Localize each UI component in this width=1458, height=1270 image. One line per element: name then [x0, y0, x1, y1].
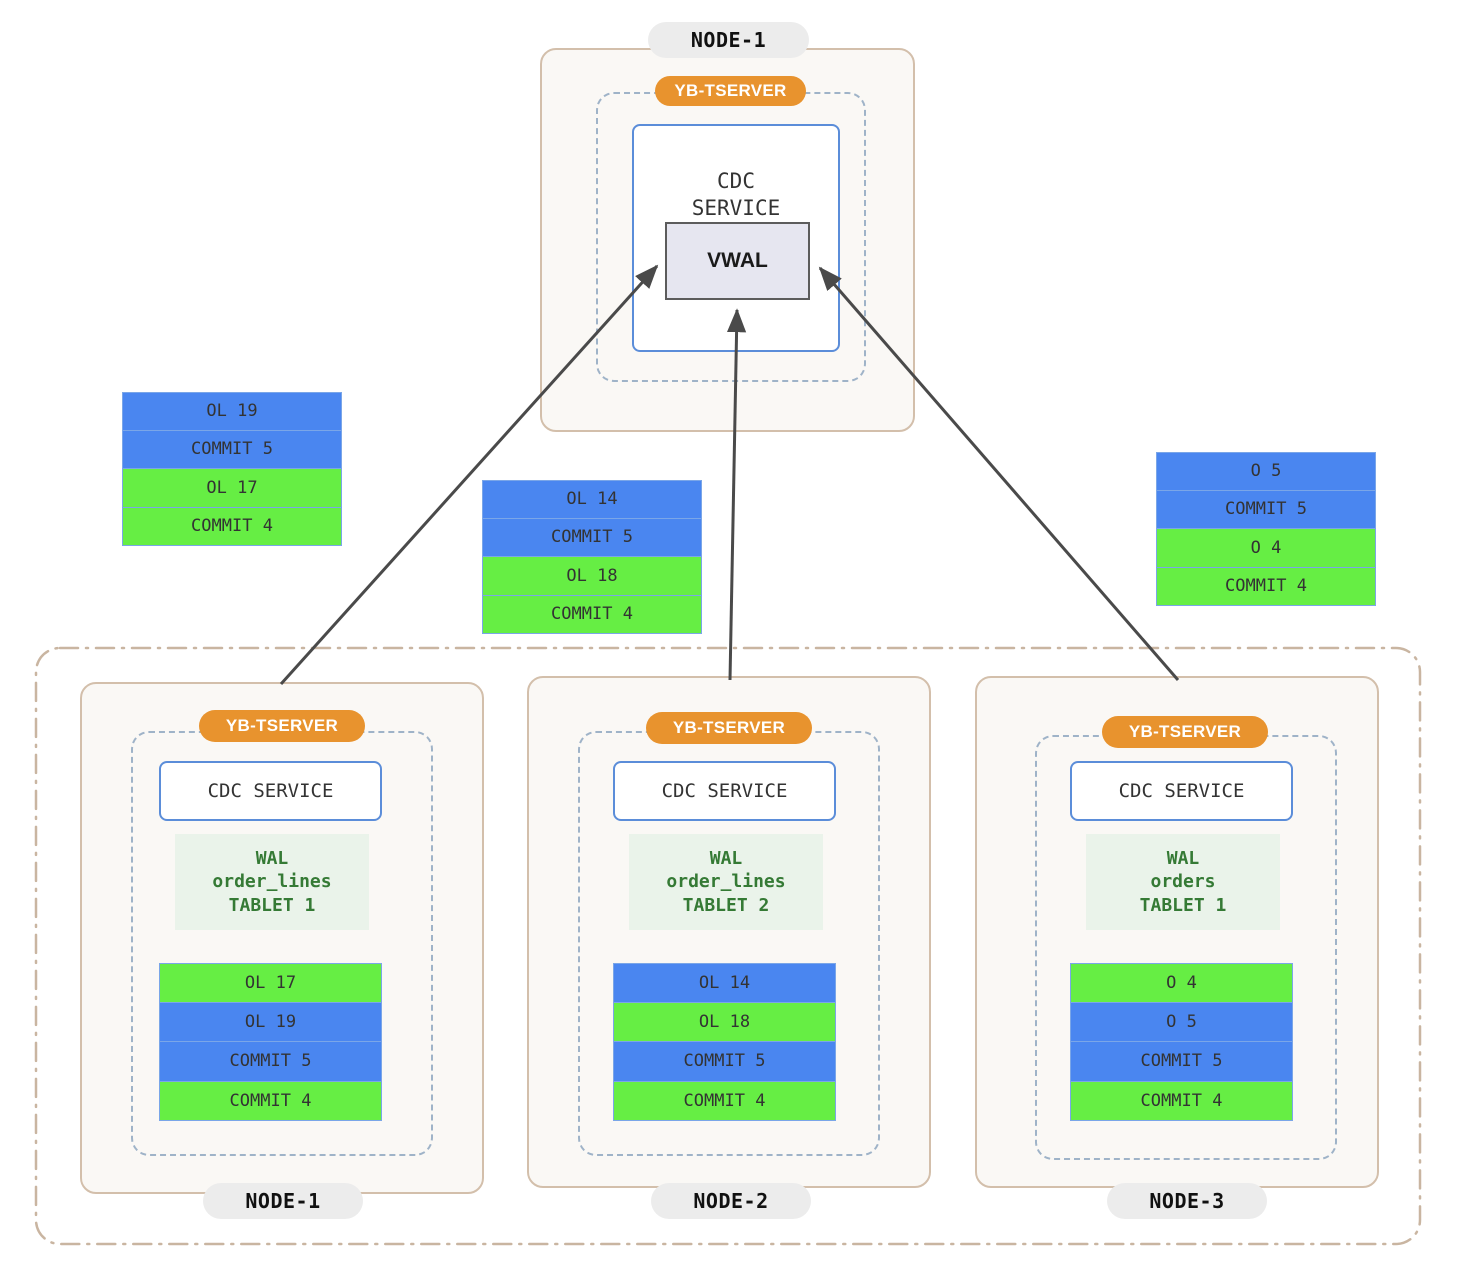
- cluster-node-1-cdc-service-box: CDC SERVICE: [159, 761, 382, 821]
- wal-record: COMMIT 4: [159, 1081, 382, 1121]
- wal-record: COMMIT 4: [1070, 1081, 1293, 1121]
- wal-record: O 4: [1070, 963, 1293, 1003]
- cluster-node-1-wal-box: WAL order_lines TABLET 1: [175, 834, 369, 930]
- record-label: O 4: [1250, 537, 1282, 558]
- record-label: OL 18: [698, 1011, 751, 1032]
- stream-record: COMMIT 4: [122, 507, 342, 546]
- record-label: OL 19: [244, 1011, 297, 1032]
- cluster-node-2-record-stack: OL 14 OL 18 COMMIT 5 COMMIT 4: [613, 963, 836, 1121]
- vwal-stream-middle: OL 14 COMMIT 5 OL 18 COMMIT 4: [482, 480, 702, 634]
- top-node-badge: NODE-1: [648, 22, 809, 58]
- record-label: COMMIT 4: [1140, 1090, 1223, 1111]
- vwal-box: VWAL: [665, 222, 810, 300]
- cluster-node-3-wal-line-1: WAL: [1166, 847, 1200, 869]
- record-label: COMMIT 5: [683, 1051, 766, 1072]
- top-node-tserver-pill: YB-TSERVER: [655, 76, 806, 106]
- record-label: O 5: [1166, 1011, 1197, 1032]
- cluster-node-3-cdc-label: CDC SERVICE: [1118, 780, 1245, 802]
- stream-record: COMMIT 4: [1156, 567, 1376, 606]
- wal-record: COMMIT 5: [159, 1042, 382, 1082]
- cluster-node-3-badge: NODE-3: [1107, 1183, 1267, 1219]
- cluster-node-3-tserver-pill: YB-TSERVER: [1102, 716, 1268, 748]
- record-label: OL 14: [698, 972, 751, 993]
- record-label: O 4: [1166, 972, 1197, 993]
- record-label: OL 14: [566, 489, 618, 510]
- cluster-node-1-wal-line-2: order_lines: [212, 871, 332, 893]
- vwal-stream-left: OL 19 COMMIT 5 OL 17 COMMIT 4: [122, 392, 342, 546]
- top-cdc-service-line-2: SERVICE: [691, 196, 781, 220]
- cluster-node-3-tserver-label: YB-TSERVER: [1128, 722, 1242, 741]
- record-label: COMMIT 4: [229, 1090, 312, 1111]
- top-cdc-service-line-1: CDC: [717, 169, 755, 194]
- record-label: COMMIT 4: [191, 516, 273, 537]
- stream-record: OL 18: [482, 557, 702, 596]
- cluster-node-3-badge-label: NODE-3: [1149, 1189, 1225, 1213]
- cluster-node-1-wal-line-3: TABLET 1: [228, 894, 316, 916]
- cluster-node-1-tserver-label: YB-TSERVER: [225, 716, 339, 735]
- stream-record: OL 14: [482, 480, 702, 519]
- record-label: O 5: [1250, 461, 1282, 482]
- wal-record: O 5: [1070, 1002, 1293, 1042]
- cluster-node-3-record-stack: O 4 O 5 COMMIT 5 COMMIT 4: [1070, 963, 1293, 1121]
- cluster-node-3-wal-box: WAL orders TABLET 1: [1086, 834, 1280, 930]
- cluster-node-3-cdc-service-box: CDC SERVICE: [1070, 761, 1293, 821]
- record-label: COMMIT 5: [551, 527, 633, 548]
- wal-record: OL 18: [613, 1002, 836, 1042]
- stream-record: COMMIT 5: [482, 518, 702, 557]
- cluster-node-2-wal-line-2: order_lines: [666, 871, 786, 893]
- cluster-node-1-cdc-label: CDC SERVICE: [207, 780, 334, 802]
- record-label: OL 19: [206, 401, 258, 422]
- wal-record: COMMIT 5: [613, 1042, 836, 1082]
- record-label: OL 17: [206, 477, 258, 498]
- stream-record: COMMIT 5: [122, 430, 342, 469]
- cluster-node-1-wal-line-1: WAL: [255, 847, 289, 869]
- cluster-node-2-tserver-label: YB-TSERVER: [672, 718, 786, 737]
- vwal-stream-right: O 5 COMMIT 5 O 4 COMMIT 4: [1156, 452, 1376, 606]
- record-label: OL 18: [566, 565, 618, 586]
- record-label: COMMIT 4: [1225, 576, 1307, 597]
- stream-record: O 4: [1156, 529, 1376, 568]
- wal-record: OL 17: [159, 963, 382, 1003]
- stream-record: COMMIT 5: [1156, 490, 1376, 529]
- record-label: COMMIT 5: [1140, 1051, 1223, 1072]
- wal-record: OL 14: [613, 963, 836, 1003]
- top-node-tserver-label: YB-TSERVER: [674, 81, 787, 100]
- record-label: COMMIT 4: [551, 604, 633, 625]
- stream-record: OL 17: [122, 469, 342, 508]
- wal-record: COMMIT 5: [1070, 1042, 1293, 1082]
- cluster-node-2-badge: NODE-2: [651, 1183, 811, 1219]
- cluster-node-2-wal-box: WAL order_lines TABLET 2: [629, 834, 823, 930]
- wal-record: OL 19: [159, 1002, 382, 1042]
- vwal-label: VWAL: [707, 249, 768, 272]
- stream-record: COMMIT 4: [482, 595, 702, 634]
- record-label: OL 17: [244, 972, 297, 993]
- cluster-node-2-wal-line-1: WAL: [709, 847, 743, 869]
- cluster-node-3-wal-line-3: TABLET 1: [1139, 894, 1227, 916]
- wal-record: COMMIT 4: [613, 1081, 836, 1121]
- cluster-node-2-cdc-service-box: CDC SERVICE: [613, 761, 836, 821]
- cluster-node-1-tserver-pill: YB-TSERVER: [199, 710, 365, 742]
- top-node-badge-label: NODE-1: [690, 28, 767, 52]
- cluster-node-2-tserver-pill: YB-TSERVER: [646, 712, 812, 744]
- stream-record: O 5: [1156, 452, 1376, 491]
- stream-record: OL 19: [122, 392, 342, 431]
- record-label: COMMIT 5: [191, 439, 273, 460]
- cluster-node-2-cdc-label: CDC SERVICE: [661, 780, 788, 802]
- record-label: COMMIT 5: [229, 1051, 312, 1072]
- record-label: COMMIT 5: [1225, 499, 1307, 520]
- cluster-node-3-wal-line-2: orders: [1150, 871, 1216, 893]
- cluster-node-1-badge: NODE-1: [203, 1183, 363, 1219]
- cluster-node-1-badge-label: NODE-1: [245, 1189, 321, 1213]
- cluster-node-2-badge-label: NODE-2: [693, 1189, 769, 1213]
- record-label: COMMIT 4: [683, 1090, 766, 1111]
- cluster-node-1-record-stack: OL 17 OL 19 COMMIT 5 COMMIT 4: [159, 963, 382, 1121]
- cluster-node-2-wal-line-3: TABLET 2: [682, 894, 770, 916]
